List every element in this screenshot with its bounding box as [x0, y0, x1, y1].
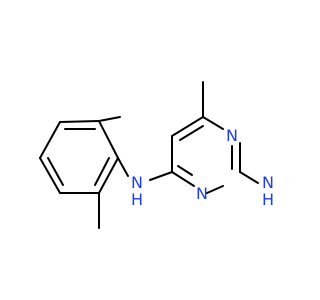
molecule-structure: N N N H N H [39, 81, 274, 229]
amino-n-label: N [262, 173, 274, 192]
bond [171, 116, 204, 137]
bond-double-inner [179, 125, 204, 141]
methyl-bond-top [98, 116, 121, 122]
bond-nh-c4 [149, 171, 173, 181]
bond-double-inner [177, 165, 193, 176]
amino-h-label: H [262, 190, 274, 209]
amine-h-label: H [131, 190, 143, 209]
bond-c-nh [117, 157, 129, 177]
bond [59, 120, 100, 123]
pyrimidine-ring [171, 116, 241, 194]
bond [39, 121, 61, 159]
bond-c2-nh2 [239, 171, 259, 184]
ring-n-top-label: N [226, 126, 238, 145]
bond [39, 157, 61, 194]
bond [206, 185, 224, 194]
bond-double-inner [47, 157, 64, 186]
ring-n-bottom-label: N [196, 184, 208, 203]
bond [98, 157, 119, 194]
bond [98, 120, 119, 159]
amine-n-label: N [131, 173, 143, 192]
bond [202, 116, 224, 130]
bond [171, 171, 195, 187]
benzene-ring [39, 120, 119, 194]
bond-double-inner [94, 157, 110, 186]
